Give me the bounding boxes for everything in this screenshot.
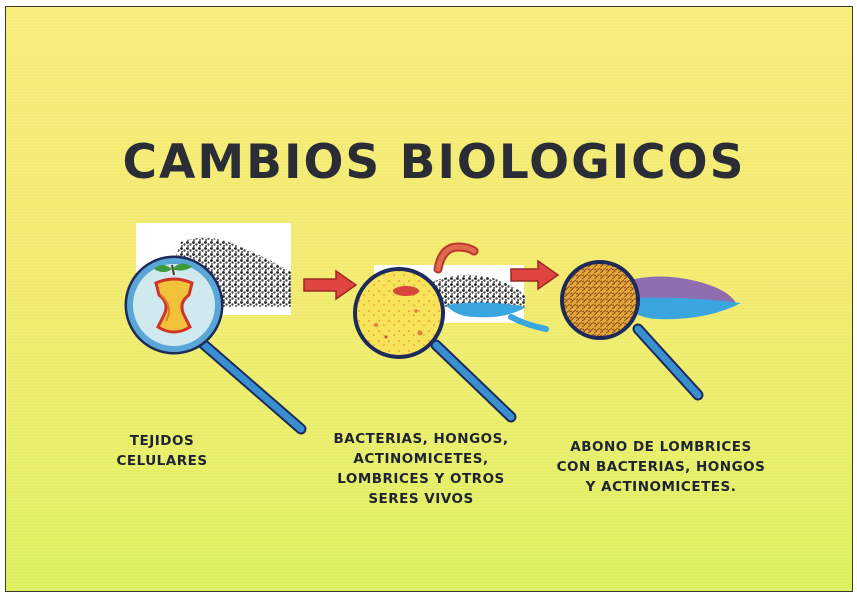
arrow-1 [303,269,358,301]
arrow-2 [510,259,560,291]
slide-title: CAMBIOS BIOLOGICOS [122,135,746,190]
magnifier-rim [127,258,221,352]
stage-1-line: TEJIDOS [129,433,195,449]
water-pool [446,302,526,318]
apple-core-icon [154,263,194,334]
water-pool-3 [618,297,741,320]
stage-2-line: BACTERIAS, HONGOS, [333,431,509,447]
slide: CAMBIOS BIOLOGICOS [5,6,853,592]
stage-2-line: ACTINOMICETES, [353,451,489,467]
stage-1-illustration [124,223,307,435]
stage-1-line: CELULARES [116,453,208,469]
compost-circle-icon [560,260,640,340]
stage-3-line: ABONO DE LOMBRICES [570,439,752,455]
soil-heap-2 [426,275,526,307]
stage-3-illustration [560,260,741,401]
stage-3-line: CON BACTERIAS, HONGOS [556,459,766,475]
stage-2-line: LOMBRICES Y OTROS [337,471,505,487]
stage-1-label: TEJIDOS CELULARES [102,431,222,471]
microbe-circle-icon [353,267,445,359]
stage-3-label: ABONO DE LOMBRICES CON BACTERIAS, HONGOS… [526,437,796,497]
magnifier-handle-3 [634,325,702,399]
magnifier-handle-2 [432,341,515,421]
earthworm-highlight [435,244,477,272]
stage-2-illustration [353,242,549,423]
stage-2-label: BACTERIAS, HONGOS, ACTINOMICETES, LOMBRI… [306,429,536,509]
stage-3-line: Y ACTINOMICETES. [585,479,737,495]
magnifier-handle [197,338,305,433]
stage-2-line: SERES VIVOS [368,491,474,507]
process-illustration [124,223,741,435]
water-stream [508,314,549,332]
